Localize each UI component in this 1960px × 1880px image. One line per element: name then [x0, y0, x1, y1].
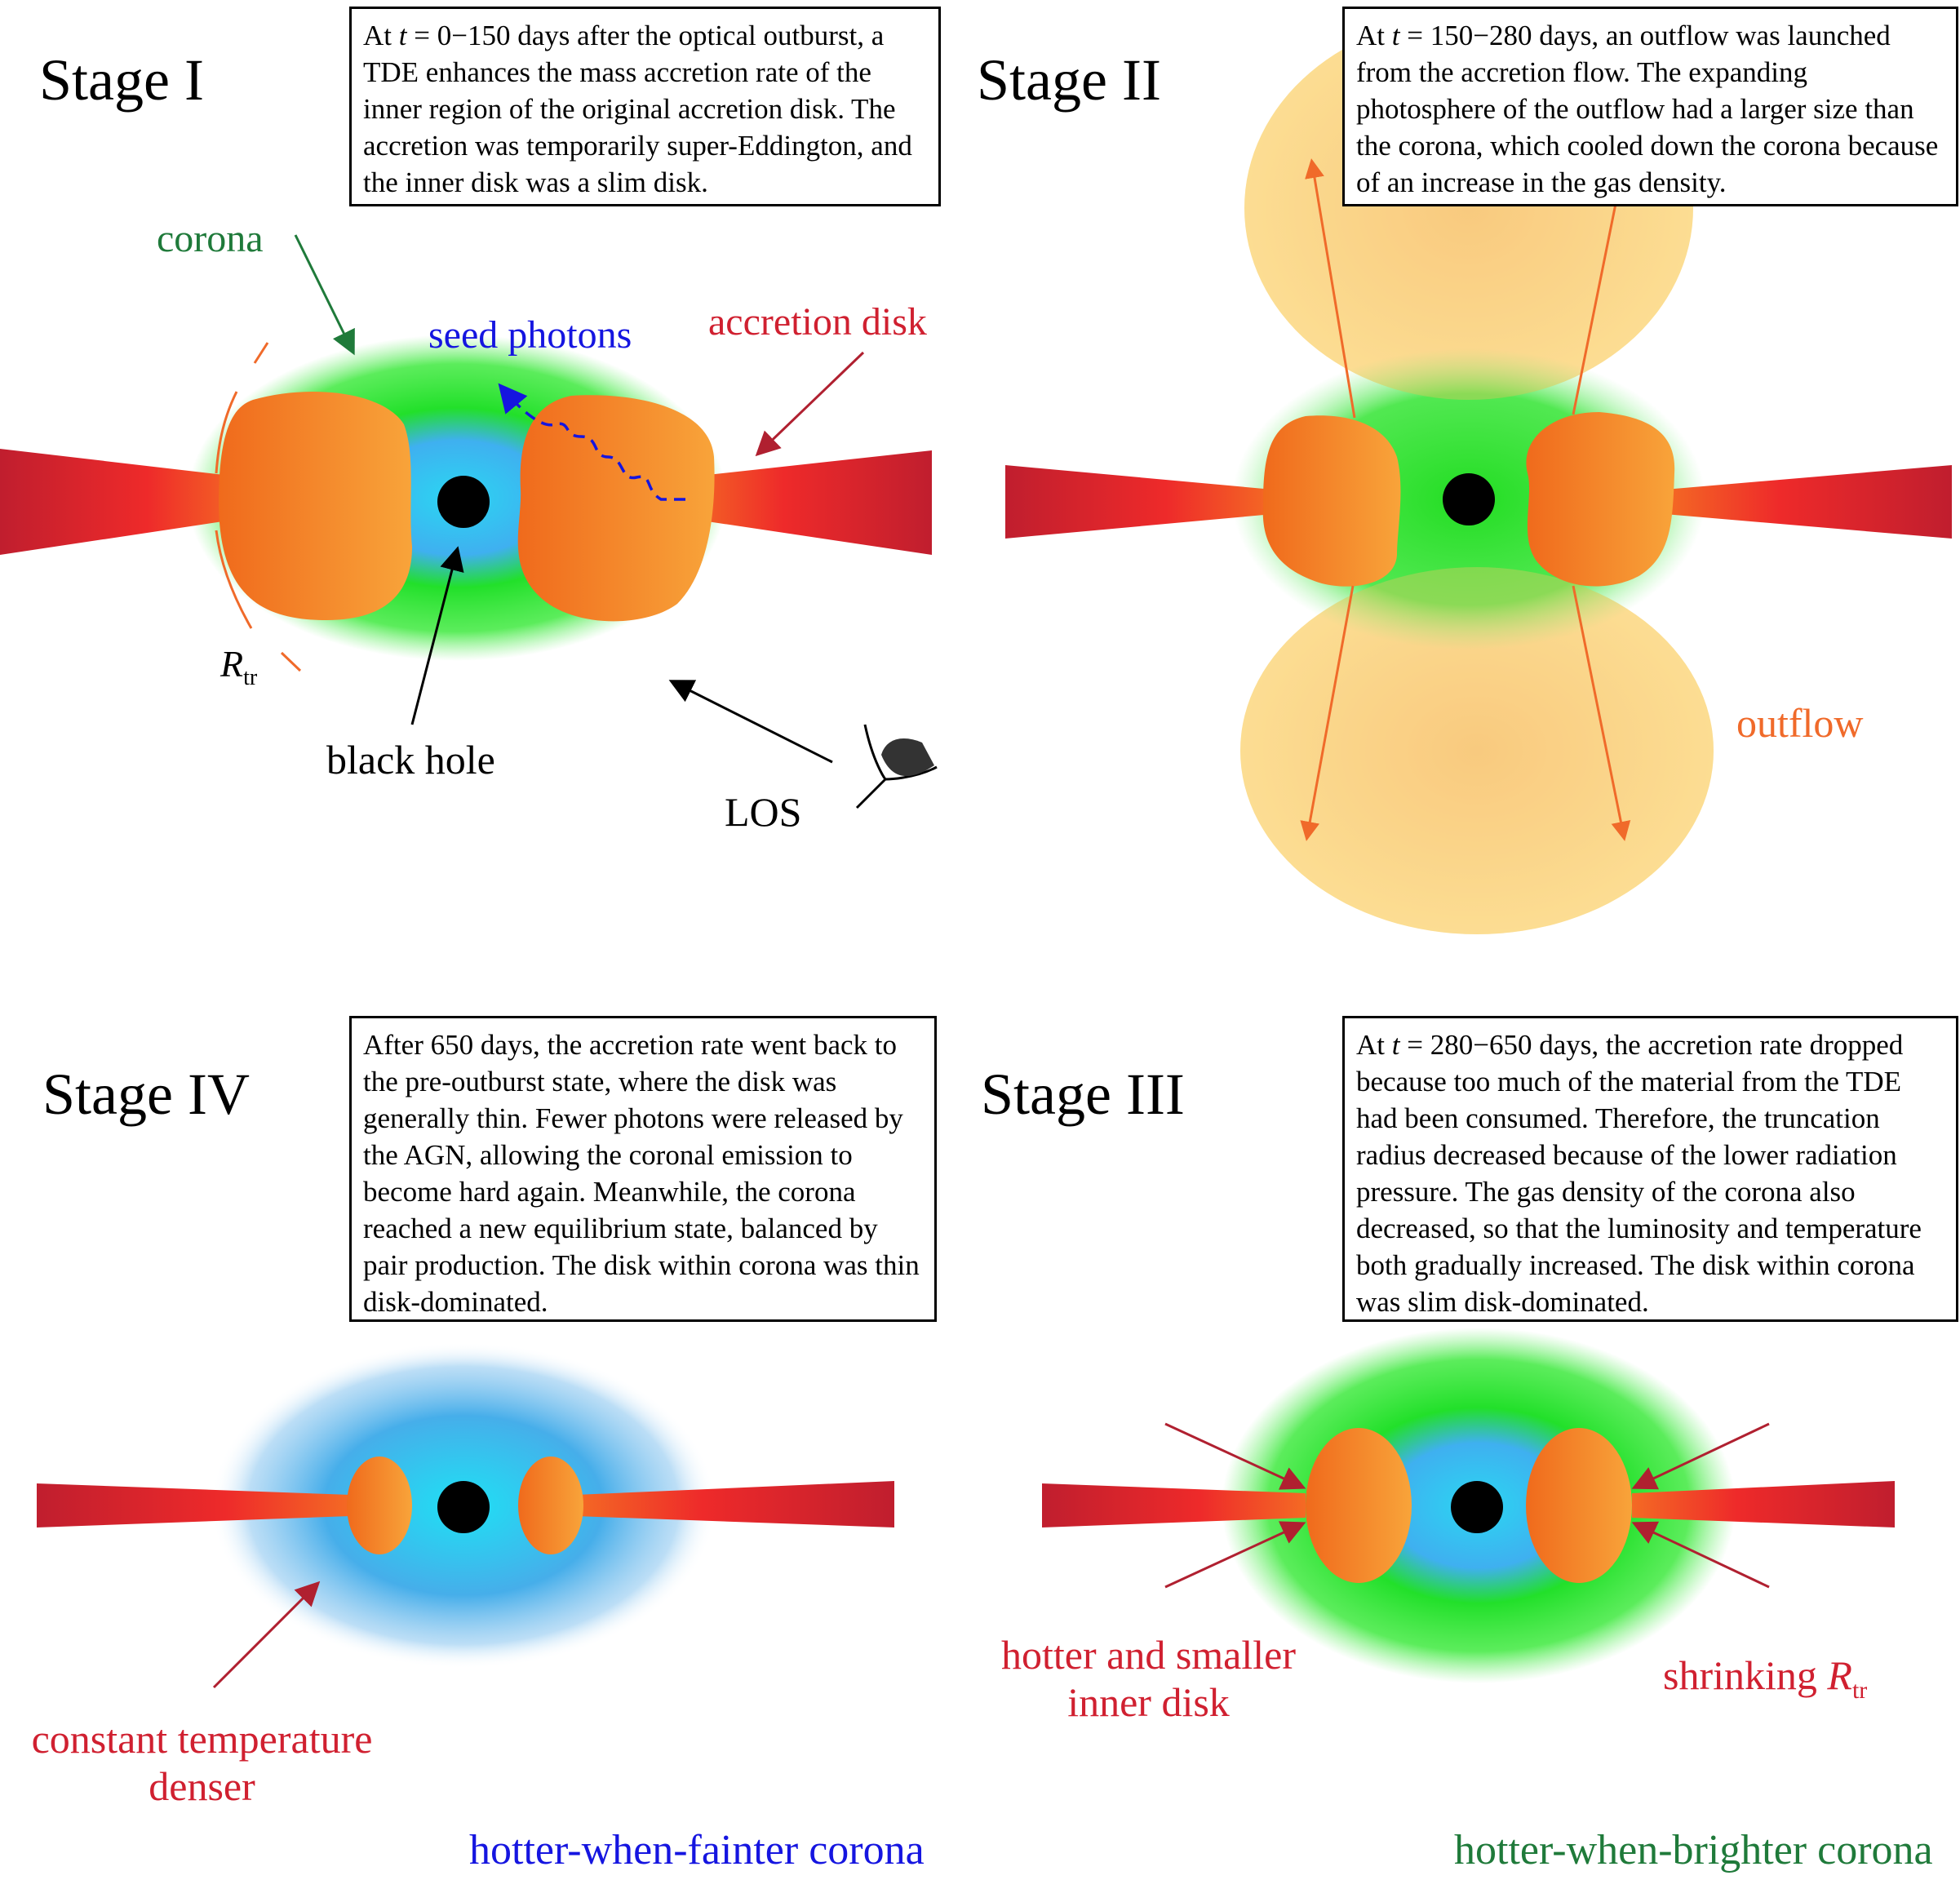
stage3-arrow-ll [1164, 1521, 1306, 1589]
stage1-lobe-left [219, 392, 412, 620]
stage3-title: Stage III [981, 1062, 1185, 1127]
stage2-outflow-arrow-ll [1300, 585, 1355, 841]
stage2-outflow-arrow-ul [1305, 158, 1356, 419]
stage4-lobe-right [518, 1457, 583, 1554]
stage1-bh-arrow [410, 546, 464, 725]
stage2-outflow-lower-overlay [1240, 567, 1714, 934]
stage4-black-hole [437, 1481, 490, 1533]
stage3-lobe-left [1306, 1428, 1412, 1583]
stage1-disk-arrow [755, 351, 865, 457]
stage4-diagram [37, 1342, 894, 1689]
stage2-lobe-right [1526, 412, 1675, 587]
stage2-title: Stage II [977, 47, 1161, 113]
stage1-corona-arrow [294, 234, 355, 356]
stage4-disk-left [37, 1483, 351, 1528]
stage3-disk-left [1042, 1483, 1306, 1528]
stage2-disk-left [1005, 465, 1273, 539]
stage1-label-accretion-disk: accretion disk [708, 300, 927, 344]
stage3-arrow-ul [1164, 1422, 1306, 1490]
stage2-description: At t = 150−280 days, an outflow was laun… [1342, 7, 1958, 206]
stage4-caption: hotter-when-fainter corona [469, 1827, 925, 1873]
stage1-description: At t = 0−150 days after the optical outb… [349, 7, 941, 206]
stage1-diagram [0, 234, 938, 809]
stage2-label-outflow: outflow [1736, 700, 1864, 746]
stage1-los-arrow [668, 680, 833, 764]
stage1-label-corona: corona [157, 217, 264, 260]
stage3-description: At t = 280−650 days, the accretion rate … [1342, 1016, 1958, 1322]
stage3-lobe-right [1526, 1428, 1632, 1583]
stage2-black-hole [1443, 473, 1495, 525]
stage3-arrow-lr [1631, 1521, 1770, 1589]
stage4-denser-arrow [212, 1581, 321, 1689]
stage2-lobe-left [1262, 415, 1401, 587]
stage1-lobe-right [517, 395, 715, 622]
stage1-rtr-arc [215, 342, 302, 672]
stage1-label-los: LOS [725, 789, 802, 835]
stage4-title: Stage IV [42, 1062, 250, 1127]
stage3-label-shrinking-rtr: shrinking Rtr [1663, 1652, 1868, 1704]
stage1-disk-left [0, 449, 245, 555]
stage1-black-hole [437, 476, 490, 528]
stage4-lobe-left [347, 1457, 412, 1554]
stage3-arrow-ur [1631, 1422, 1770, 1490]
stage2-outflow-arrow-lr [1572, 585, 1631, 841]
stage3-black-hole [1451, 1481, 1503, 1533]
stage1-disk-right [685, 450, 932, 555]
stage3-diagram [1042, 1328, 1895, 1683]
stage1-label-seed-photons: seed photons [428, 313, 632, 357]
stage1-label-rtr: Rtr [220, 643, 258, 691]
stage1-title: Stage I [39, 47, 204, 113]
stage4-description: After 650 days, the accretion rate went … [349, 1016, 937, 1322]
stage1-seed-photon-path [498, 383, 685, 501]
stage3-disk-right [1632, 1481, 1895, 1528]
stage3-caption: hotter-when-brighter corona [1454, 1827, 1933, 1873]
stage2-disk-right [1665, 465, 1952, 539]
stage2-outflow-lower [1240, 567, 1714, 934]
stage2-diagram [1005, 16, 1952, 934]
stage4-disk-right [575, 1481, 894, 1528]
stage1-label-black-hole: black hole [326, 737, 495, 783]
eye-icon [855, 724, 938, 809]
